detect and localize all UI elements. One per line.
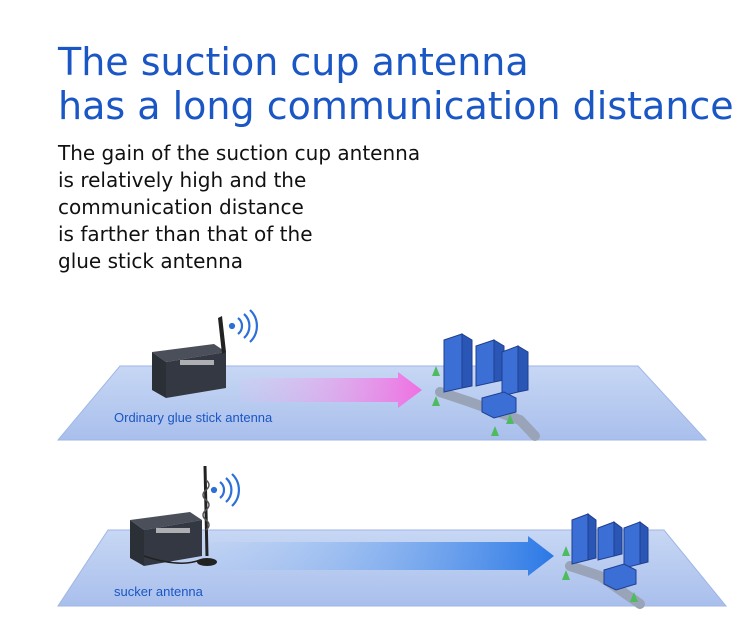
bottom-caption: sucker antenna bbox=[114, 584, 203, 599]
description-line: glue stick antenna bbox=[58, 249, 244, 273]
top-caption: Ordinary glue stick antenna bbox=[114, 410, 273, 425]
bottom-panel bbox=[57, 465, 728, 609]
page-title: The suction cup antenna has a long commu… bbox=[58, 40, 734, 128]
city-buildings bbox=[571, 513, 649, 591]
transceiver-device bbox=[152, 316, 226, 398]
description-line: communication distance bbox=[58, 195, 304, 219]
description-line: is farther than that of the bbox=[58, 222, 313, 246]
tree-icons bbox=[562, 546, 638, 602]
description-line: is relatively high and the bbox=[58, 168, 307, 192]
wifi-signal-icon bbox=[210, 473, 240, 507]
wifi-signal-icon bbox=[228, 309, 258, 343]
suction-cup-antenna bbox=[143, 465, 217, 566]
city-buildings bbox=[443, 333, 529, 419]
description: The gain of the suction cup antenna is r… bbox=[58, 140, 420, 275]
description-line: The gain of the suction cup antenna bbox=[58, 141, 421, 165]
tree-icons bbox=[432, 366, 514, 436]
transceiver-device bbox=[130, 512, 202, 566]
title-line-1: The suction cup antenna bbox=[58, 40, 529, 84]
signal-arrow bbox=[240, 372, 422, 408]
signal-arrow bbox=[210, 536, 554, 576]
top-panel bbox=[56, 309, 708, 441]
title-line-2: has a long communication distance bbox=[58, 84, 734, 128]
